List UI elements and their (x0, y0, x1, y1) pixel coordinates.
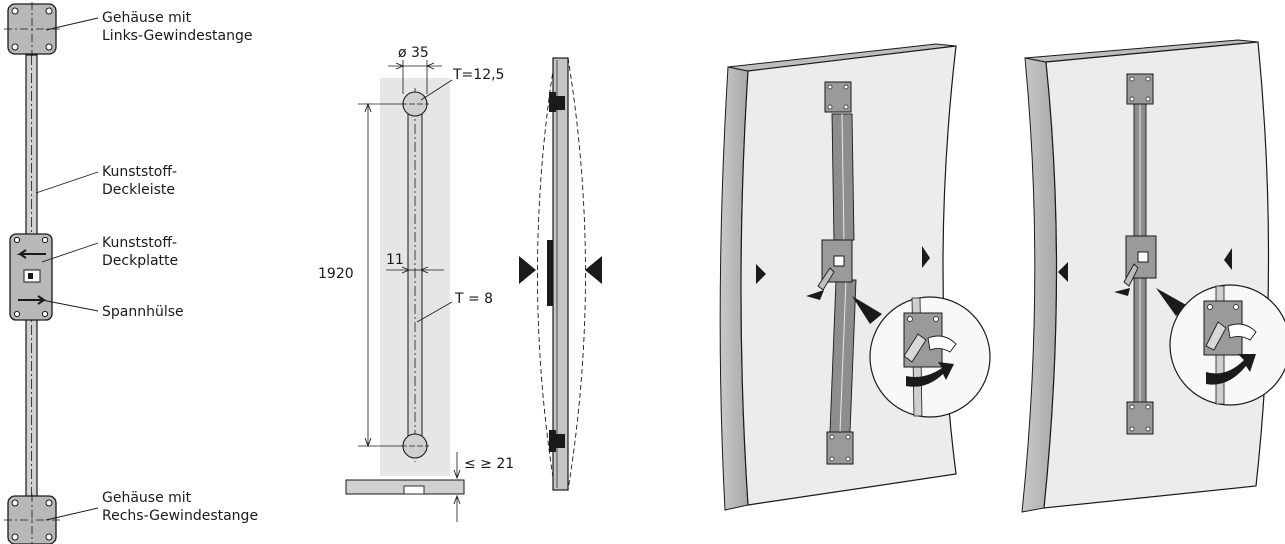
side-section-view (519, 57, 602, 491)
label-cover-plate: Kunststoff- Deckplatte (102, 235, 182, 269)
label-tension-sleeve: Spannhülse (102, 304, 184, 320)
dim-depth: ≤ ≥ 21 (464, 456, 514, 472)
dim-thickness-mid: T = 8 (454, 291, 493, 307)
detail-magnifier-1 (869, 296, 991, 418)
label-housing-left: Gehäuse mit Links-Gewindestange (102, 10, 252, 44)
component-view: Gehäuse mit Links-Gewindestange Kunststo… (4, 2, 258, 544)
door-view-1 (719, 43, 991, 511)
dim-diameter: ø 35 (398, 45, 429, 61)
dim-thickness-top: T=12,5 (452, 67, 504, 83)
arrow-left-icon (585, 256, 602, 284)
arrow-right-icon (519, 256, 536, 284)
dimension-view: ø 35 T=12,5 1920 11 T = 8 ≤ ≥ 21 (318, 45, 514, 522)
center-cover-plate (9, 233, 53, 321)
detail-magnifier-2 (1169, 284, 1285, 406)
dim-width: 11 (386, 252, 404, 268)
door-profile (552, 57, 569, 491)
label-cover-strip: Kunststoff- Deckleiste (102, 164, 182, 198)
bottom-housing (4, 494, 60, 544)
label-housing-right: Gehäuse mit Rechs-Gewindestange (102, 490, 258, 524)
dim-length: 1920 (318, 266, 354, 282)
door-view-2 (1021, 39, 1285, 513)
top-housing (4, 2, 60, 56)
